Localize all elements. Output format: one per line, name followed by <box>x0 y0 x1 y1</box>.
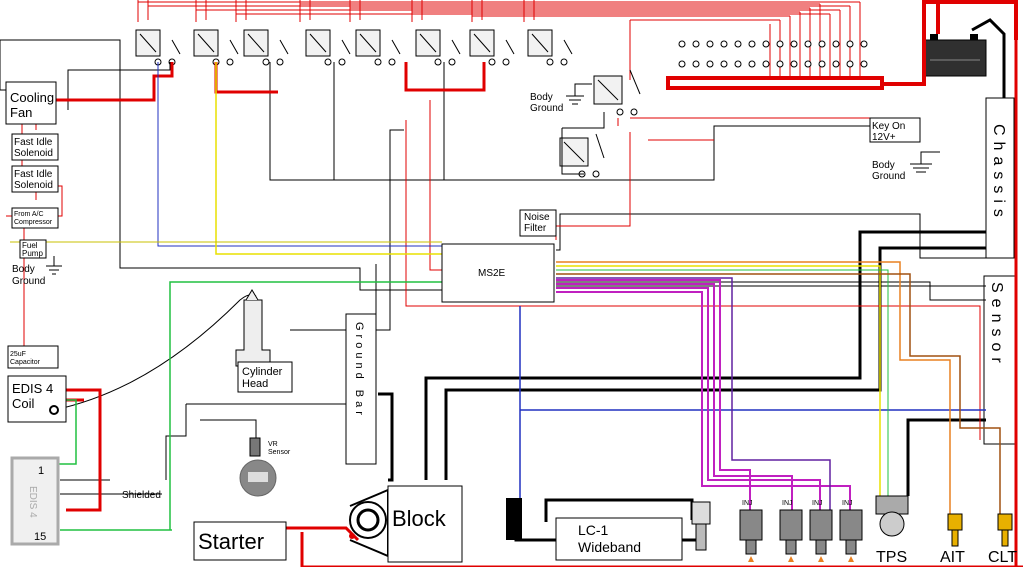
fuse-block <box>666 40 884 90</box>
injectors <box>739 509 863 562</box>
starter-box <box>193 521 287 561</box>
ground-symbols <box>46 83 940 275</box>
inj-label-4: INJ <box>842 500 853 507</box>
ground-bar-label: Ground Bar <box>353 322 365 419</box>
tps-label: TPS <box>876 549 907 566</box>
o2-sensor-icon <box>691 501 711 551</box>
ait-label: AIT <box>940 549 965 566</box>
edis4-coil-box <box>7 375 67 423</box>
cooling-fan-box <box>5 81 57 125</box>
battery-icon <box>923 34 987 77</box>
edis-pin1-label: 1 <box>38 465 44 477</box>
edis4-module-box <box>10 456 60 546</box>
relay-bank-top <box>137 0 861 80</box>
sensor-text: Sensor <box>988 282 1005 369</box>
ac-box <box>11 207 59 229</box>
relay-symbols <box>135 29 573 66</box>
fuel-pump-box <box>19 239 47 259</box>
inj-label-2: INJ <box>782 500 793 507</box>
coil-terminal-icon <box>49 405 59 415</box>
inj-label-3: INJ <box>812 500 823 507</box>
inj-label-1: INJ <box>742 500 753 507</box>
clt-label: CLT <box>988 549 1017 566</box>
edis4-module-label: EDIS 4 <box>27 486 38 518</box>
lc1-box <box>555 517 683 561</box>
starter-label: Starter <box>198 529 264 554</box>
noise-filter-box <box>519 209 557 237</box>
fuse-bus-bar <box>666 76 884 90</box>
sensor-bar <box>983 275 1017 445</box>
relay-mid <box>559 69 641 178</box>
cylinder-head-icon <box>235 289 271 367</box>
ms2e-label: MS2E <box>478 268 506 279</box>
chassis-bar <box>985 97 1015 259</box>
ground-bar-box <box>345 313 377 465</box>
capacitor-box <box>7 345 59 369</box>
fast-idle-1-box <box>11 133 59 161</box>
cylinder-head-box <box>237 361 293 393</box>
starter-terminal-icon <box>349 533 355 539</box>
shielded-label: Shielded <box>122 490 161 501</box>
block-box <box>387 485 463 563</box>
starter-pulley-icon <box>349 488 389 558</box>
tps-icon <box>875 495 909 537</box>
vr-sensor-icon <box>239 437 277 497</box>
lc1-connector <box>506 498 522 540</box>
block-label: Block <box>392 506 447 531</box>
edis-pin15-label: 15 <box>34 531 46 543</box>
ait-icon <box>947 513 963 547</box>
ms2e-box <box>441 243 555 303</box>
chassis-text: Chassis <box>990 124 1007 223</box>
clt-icon <box>997 513 1013 547</box>
fast-idle-2-box <box>11 165 59 193</box>
key-on-box <box>869 117 921 143</box>
